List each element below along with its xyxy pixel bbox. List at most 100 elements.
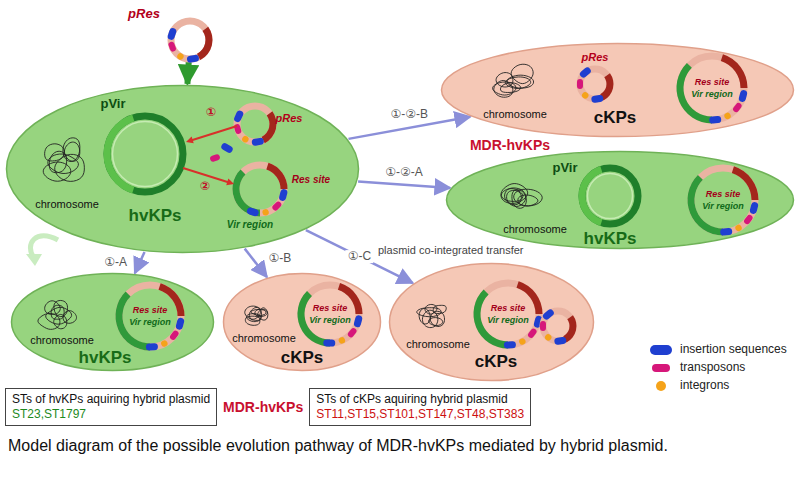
- drawing-path: [233, 170, 260, 217]
- outcome-label: MDR-hvKPs: [470, 137, 550, 153]
- drawing-svg: [5, 84, 360, 254]
- drawing-ellipse: [12, 274, 214, 371]
- box-body: ST11,ST15,ST101,ST147,ST48,ST383: [316, 407, 524, 422]
- drawing-path: [192, 126, 237, 140]
- drawing-g: [518, 337, 527, 346]
- cell-label: chromosome: [35, 198, 99, 211]
- drawing-path: [579, 166, 603, 226]
- drawing-ellipse: [442, 44, 794, 137]
- cell-label: chromosome: [503, 223, 567, 236]
- cell-label: Vir region: [702, 201, 744, 211]
- cell-label: chromosome: [232, 332, 296, 345]
- drawing-path: [496, 73, 513, 87]
- drawing-g: [168, 41, 177, 52]
- drawing-g: [220, 142, 234, 154]
- drawing-path: [197, 27, 212, 60]
- drawing-g: [732, 102, 743, 114]
- curved-arrow-head: [26, 254, 42, 266]
- legend-text: transposons: [680, 361, 745, 375]
- drawing-g: [527, 327, 538, 339]
- drawing-rect: [738, 89, 748, 102]
- cell-label: Res site: [491, 303, 526, 313]
- drawing-ellipse: [224, 274, 381, 371]
- cell-label: Res site: [313, 303, 348, 313]
- hvkp-cell: pVirpResRes siteVir regionchromosomehvKP…: [5, 84, 360, 254]
- drawing-g: [749, 201, 759, 214]
- drawing-g: [209, 153, 220, 162]
- drawing-ellipse: [447, 152, 794, 249]
- drawing-g: [169, 329, 180, 341]
- drawing-g: [167, 27, 177, 41]
- drawing-g: [233, 123, 242, 134]
- drawing-path: [417, 308, 441, 317]
- drawing-g: [338, 336, 346, 344]
- pathway-arrow: [358, 181, 450, 188]
- drawing-g: [323, 339, 335, 346]
- pathway-arrow: [187, 62, 188, 84]
- drawing-svg: [168, 18, 212, 62]
- drawing-g: [271, 200, 282, 211]
- figure-caption: Model diagram of the possible evolution …: [8, 436, 668, 455]
- drawing-ellipse: [7, 86, 359, 253]
- legend-text: integrons: [680, 379, 729, 393]
- drawing-path: [266, 163, 287, 189]
- cell-label: cKPs: [475, 352, 518, 372]
- drawing-g: [233, 109, 244, 123]
- drawing-g: [738, 89, 748, 102]
- pathway-note: plasmid co-integrated transfer: [378, 244, 524, 257]
- drawing-rect: [323, 339, 335, 346]
- drawing-g: [347, 327, 358, 339]
- cell-label: pVir: [100, 97, 125, 112]
- drawing-g: [720, 228, 733, 236]
- st-box: STs of hvKPs aquiring hybrid plasmidST23…: [5, 388, 217, 426]
- drawing-rect: [749, 201, 759, 214]
- drawing-g: [146, 343, 158, 351]
- drawing-path: [507, 190, 522, 204]
- cell-label: cKPs: [594, 108, 637, 128]
- drawing-path: [63, 138, 80, 162]
- drawing-g: [579, 66, 593, 79]
- plasmid-symbol: pRes: [168, 18, 212, 62]
- edge-label: ①-A: [102, 256, 129, 270]
- drawing-circle: [241, 135, 250, 144]
- drawing-rect: [209, 153, 220, 162]
- drawing-g: [581, 91, 590, 100]
- drawing-g: [734, 224, 743, 233]
- drawing-path: [425, 304, 437, 314]
- drawing-g: [591, 94, 604, 103]
- drawing-rect: [709, 116, 722, 124]
- drawing-rect: [353, 315, 363, 328]
- drawing-circle: [723, 112, 732, 121]
- drawing-g: [251, 137, 264, 146]
- drawing-rect: [251, 137, 264, 146]
- legend-text: insertion sequences: [680, 343, 787, 357]
- drawing-rect: [278, 188, 288, 201]
- edge-label: ①-②-B: [389, 108, 431, 122]
- cell-label: hvKPs: [129, 206, 182, 226]
- drawing-rect: [233, 123, 242, 134]
- drawing-rect: [168, 41, 177, 52]
- drawing-rect: [579, 66, 593, 79]
- hvkp-cell: Vir regionRes sitechromosomehvKPs: [10, 272, 215, 372]
- cell-label: Res site: [706, 189, 741, 199]
- drawing-g: [241, 135, 250, 144]
- drawing-rect: [233, 109, 244, 123]
- cell-label: chromosome: [483, 108, 547, 121]
- step-number: ①: [206, 106, 216, 120]
- pathway-arrow: [245, 249, 267, 277]
- ckp-cell: Vir regionRes sitechromosomecKPs: [388, 262, 595, 382]
- drawing-g: [544, 333, 553, 342]
- drawing-rect: [540, 321, 546, 331]
- drawing-ellipse: [390, 264, 594, 381]
- cell-label: hvKPs: [584, 229, 637, 249]
- drawing-circle: [338, 336, 346, 344]
- drawing-rect: [169, 329, 180, 341]
- cell-label: Res site: [292, 174, 330, 186]
- cell-label: cKPs: [281, 348, 324, 368]
- ckp-cell: Vir regionRes sitechromosomecKPs: [222, 272, 382, 372]
- edge-label: ①-B: [266, 252, 293, 266]
- drawing-rect: [743, 214, 754, 226]
- drawing-g: [176, 52, 185, 61]
- box-body: ST23,ST1797: [12, 407, 210, 422]
- drawing-path: [262, 111, 277, 143]
